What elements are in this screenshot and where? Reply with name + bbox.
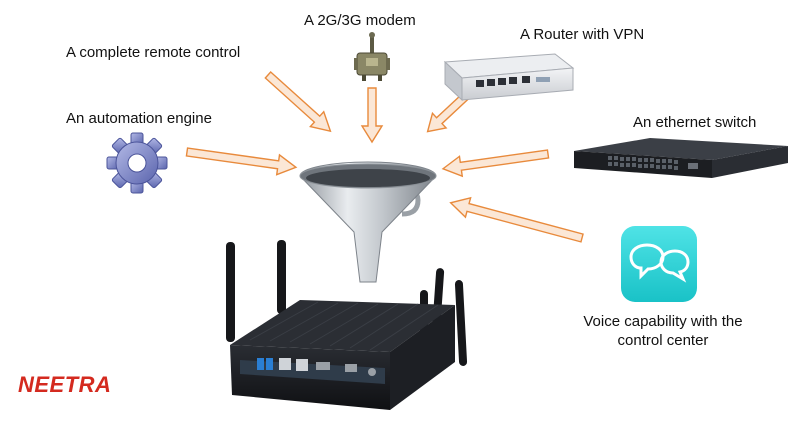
- gear-icon: [106, 132, 168, 194]
- edge-gateway-device-icon: [226, 240, 468, 410]
- arrow-modem: [360, 87, 384, 144]
- arrow-remote-control: [264, 71, 332, 133]
- automation-engine-label: An automation engine: [66, 110, 212, 127]
- ethernet-switch-label: An ethernet switch: [633, 114, 757, 131]
- arrow-automation: [185, 147, 298, 176]
- voice-label-line-2: control center: [617, 332, 709, 349]
- funnel-icon: [299, 161, 437, 283]
- modem-label: A 2G/3G modem: [304, 12, 416, 29]
- voice-chat-tile: [621, 226, 697, 302]
- arrow-switch: [441, 149, 550, 178]
- voice-capability-label: Voice capability with the control center: [568, 312, 758, 350]
- modem-icon: [354, 32, 390, 81]
- router-icon: [443, 53, 575, 102]
- neetra-logo: NEETRA: [18, 372, 112, 397]
- chat-bubbles-icon: [629, 243, 690, 283]
- remote-control-label: A complete remote control: [66, 44, 241, 61]
- router-label: A Router with VPN: [520, 26, 645, 43]
- voice-label-line-1: Voice capability with the: [583, 313, 743, 330]
- arrow-voice: [449, 196, 584, 243]
- ethernet-switch-icon: [574, 138, 788, 178]
